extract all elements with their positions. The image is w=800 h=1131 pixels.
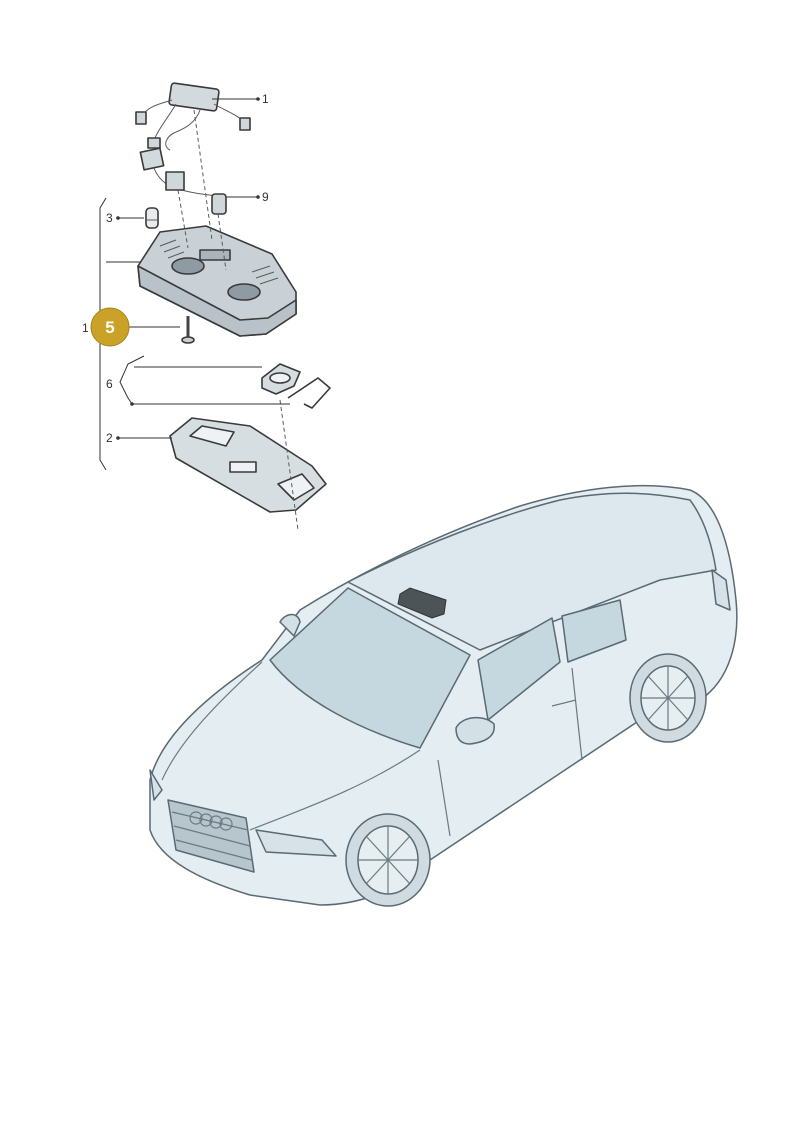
callout-9: 9 <box>262 190 269 204</box>
callout-3: 3 <box>106 211 113 225</box>
callout-labels: 1 9 3 1 6 2 <box>82 92 269 445</box>
interior-light-housing <box>137 225 297 337</box>
car-illustration <box>149 484 738 907</box>
lens-and-seal <box>261 363 331 409</box>
callout-1: 1 <box>82 321 89 335</box>
callout-6: 6 <box>106 377 113 391</box>
wiring-harness <box>135 82 251 215</box>
interior-light-location <box>397 587 447 619</box>
bulb <box>145 207 159 229</box>
callout-2: 2 <box>106 431 113 445</box>
trim-frame <box>169 417 327 513</box>
callout-8: 1 <box>262 92 269 106</box>
guide-lines <box>177 109 299 531</box>
screw <box>181 316 195 344</box>
callout-5-badge[interactable]: 5 <box>90 307 130 347</box>
callout-5: 5 <box>105 318 114 337</box>
brand-rings <box>189 811 233 831</box>
